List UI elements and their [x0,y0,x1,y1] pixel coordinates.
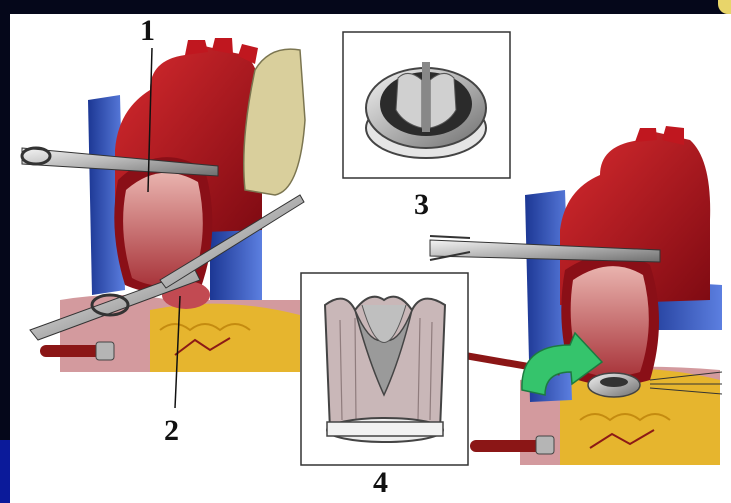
label-4: 4 [373,468,388,498]
label-1: 1 [140,16,155,46]
label-2: 2 [164,416,179,446]
bioprosthetic-valve-icon [325,297,445,442]
label-3: 3 [414,190,429,220]
